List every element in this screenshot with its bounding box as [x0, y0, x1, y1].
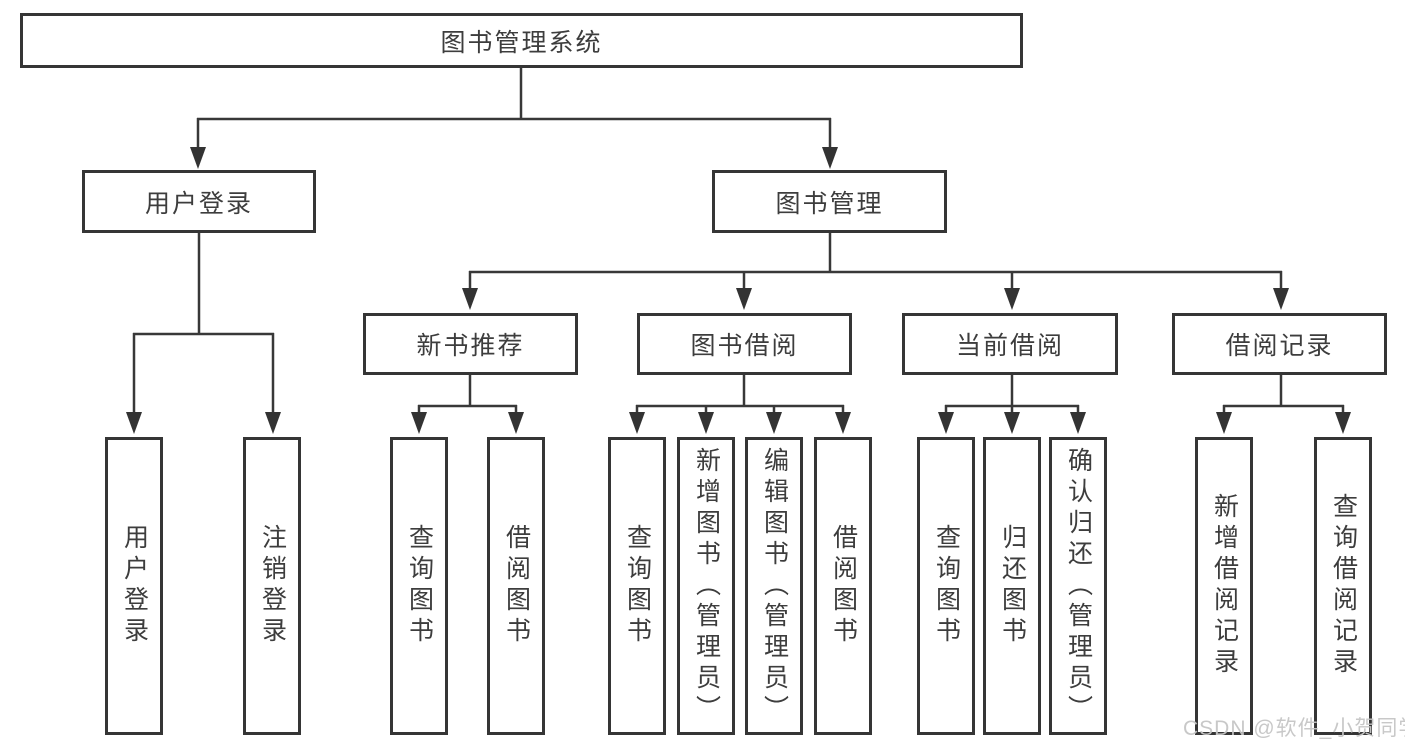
arrowhead-icon	[462, 288, 478, 310]
leaf-borrow-add-books-admin: 新增图书（管理员）	[677, 437, 735, 735]
arrowhead-icon	[1273, 288, 1289, 310]
connector-book-borrow-children	[629, 375, 851, 434]
node-root-label: 图书管理系统	[440, 28, 603, 57]
leaf-logout-login: 注销登录	[243, 437, 301, 735]
node-root: 图书管理系统	[20, 13, 1023, 68]
leaf-newbook-query-books: 查询图书	[390, 437, 448, 735]
arrowhead-icon	[835, 412, 851, 434]
leaf-current-return-books-label: 归还图书	[998, 524, 1027, 648]
node-book-borrow-label: 图书借阅	[690, 332, 799, 360]
leaf-newbook-borrow-books-label: 借阅图书	[502, 524, 531, 648]
arrowhead-icon	[1335, 412, 1351, 434]
leaf-borrow-query-books: 查询图书	[608, 437, 666, 735]
arrowhead-icon	[736, 288, 752, 310]
leaf-current-confirm-return-admin: 确认归还（管理员）	[1049, 437, 1107, 735]
arrowhead-icon	[190, 147, 206, 169]
leaf-borrow-edit-books-admin-label: 编辑图书（管理员）	[760, 446, 789, 726]
connector-root-to-level2	[190, 68, 838, 169]
arrowhead-icon	[1070, 412, 1086, 434]
node-current-borrow-label: 当前借阅	[955, 332, 1064, 360]
leaf-current-query-books-label: 查询图书	[932, 524, 961, 648]
node-book-management: 图书管理	[712, 170, 947, 233]
csdn-watermark: CSDN @软件_小贺同学	[1183, 717, 1405, 740]
node-book-management-label: 图书管理	[775, 189, 884, 218]
arrowhead-icon	[1216, 412, 1232, 434]
node-user-login: 用户登录	[82, 170, 316, 233]
connector-book-management-children	[462, 233, 1289, 310]
arrowhead-icon	[1004, 288, 1020, 310]
leaf-borrow-borrow-books-label: 借阅图书	[829, 524, 858, 648]
arrowhead-icon	[822, 147, 838, 169]
leaf-records-query-record-label: 查询借阅记录	[1329, 493, 1358, 679]
leaf-borrow-add-books-admin-label: 新增图书（管理员）	[692, 446, 721, 726]
node-new-book-recommend-label: 新书推荐	[416, 332, 525, 360]
arrowhead-icon	[698, 412, 714, 434]
connector-current-borrow-children	[938, 375, 1086, 434]
arrowhead-icon	[766, 412, 782, 434]
leaf-records-query-record: 查询借阅记录	[1314, 437, 1372, 735]
leaf-user-login: 用户登录	[105, 437, 163, 735]
leaf-current-query-books: 查询图书	[917, 437, 975, 735]
leaf-logout-login-label: 注销登录	[258, 524, 287, 648]
connector-new-book-children	[411, 375, 524, 434]
arrowhead-icon	[508, 412, 524, 434]
leaf-records-add-record-label: 新增借阅记录	[1210, 493, 1239, 679]
leaf-newbook-query-books-label: 查询图书	[405, 524, 434, 648]
leaf-user-login-label: 用户登录	[120, 524, 149, 648]
node-new-book-recommend: 新书推荐	[363, 313, 578, 375]
leaf-borrow-edit-books-admin: 编辑图书（管理员）	[745, 437, 803, 735]
arrowhead-icon	[126, 412, 142, 434]
node-user-login-label: 用户登录	[144, 189, 253, 218]
connector-borrow-records-children	[1216, 375, 1351, 434]
node-borrow-records-label: 借阅记录	[1225, 332, 1334, 360]
node-borrow-records: 借阅记录	[1172, 313, 1387, 375]
connector-user-login-children	[126, 233, 281, 434]
leaf-current-confirm-return-admin-label: 确认归还（管理员）	[1064, 446, 1093, 726]
arrowhead-icon	[1004, 412, 1020, 434]
leaf-current-return-books: 归还图书	[983, 437, 1041, 735]
arrowhead-icon	[938, 412, 954, 434]
leaf-borrow-query-books-label: 查询图书	[623, 524, 652, 648]
arrowhead-icon	[411, 412, 427, 434]
leaf-records-add-record: 新增借阅记录	[1195, 437, 1253, 735]
arrowhead-icon	[265, 412, 281, 434]
leaf-borrow-borrow-books: 借阅图书	[814, 437, 872, 735]
node-book-borrow: 图书借阅	[637, 313, 852, 375]
node-current-borrow: 当前借阅	[902, 313, 1118, 375]
leaf-newbook-borrow-books: 借阅图书	[487, 437, 545, 735]
arrowhead-icon	[629, 412, 645, 434]
